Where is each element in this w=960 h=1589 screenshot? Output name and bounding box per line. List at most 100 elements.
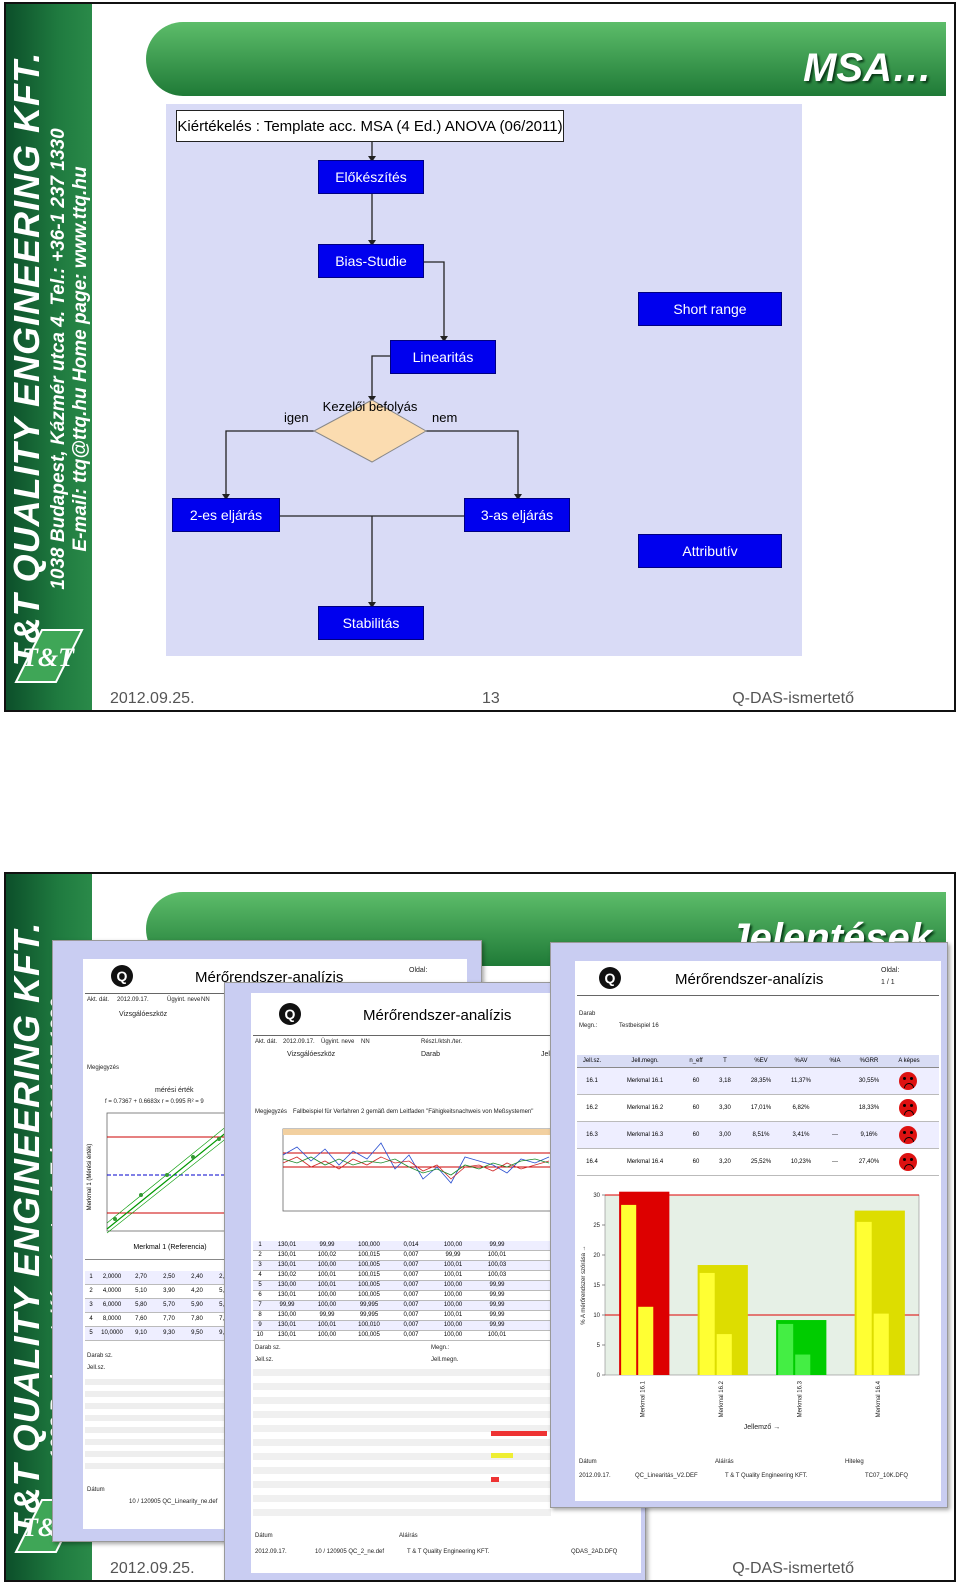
table-cell: 100,00 <box>317 1332 337 1338</box>
table-cell: 5,90 <box>191 1302 203 1308</box>
decision-diamond <box>312 399 428 463</box>
box-short-range[interactable]: Short range <box>638 292 782 326</box>
company-contact: E-mail: ttq@ttq.hu Home page: www.ttq.hu <box>70 166 91 552</box>
table-cell: Merkmal 16.2 <box>626 1105 664 1111</box>
table-cell: 27,40% <box>858 1159 880 1165</box>
box-kezeloi-befolyas[interactable]: Kezelői befolyás <box>322 399 418 414</box>
qdas-logo-icon: Q <box>279 1003 301 1025</box>
table-cell: --- <box>832 1132 838 1138</box>
table-cell: 2,50 <box>163 1274 175 1280</box>
table-cell: 2 <box>89 1288 93 1294</box>
table-cell: 7,80 <box>191 1316 203 1322</box>
table-cell: Merkmal 16.1 <box>626 1078 664 1084</box>
table-cell: 99,99 <box>445 1252 461 1258</box>
table-cell: 7,70 <box>163 1316 175 1322</box>
table-cell: 3,90 <box>163 1288 175 1294</box>
report-date: 2012.09.17. <box>117 997 149 1003</box>
table-cell: 100,005 <box>358 1282 380 1288</box>
table-cell: 9,16% <box>860 1132 878 1138</box>
table-header-cell: Jell.sz. <box>582 1058 602 1064</box>
table-cell: 130,00 <box>277 1282 297 1288</box>
table-cell: 0,007 <box>403 1292 419 1298</box>
qdas-logo-icon: Q <box>111 965 133 987</box>
table-cell: 2,40 <box>191 1274 203 1280</box>
bar-ev <box>699 1272 715 1375</box>
box-linearitas[interactable]: Linearitás <box>390 340 496 374</box>
table-cell: 3 <box>258 1262 262 1268</box>
flowchart-connectors <box>222 142 522 608</box>
akt-dat-label: Akt. dát. <box>255 1039 278 1045</box>
table-cell: 99,99 <box>279 1302 295 1308</box>
x-axis-label: Jellemző → <box>744 1424 781 1431</box>
table-cell: 60 <box>692 1132 700 1138</box>
table-cell: 100,00 <box>317 1262 337 1268</box>
table-cell: 4 <box>258 1272 262 1278</box>
box-3as-eljaras[interactable]: 3-as eljárás <box>464 498 570 532</box>
table-cell: 100,00 <box>443 1302 463 1308</box>
jell-megn-label: Jell.megn. <box>431 1357 459 1363</box>
table-cell: Merkmal 16.4 <box>626 1159 664 1165</box>
table-cell: 8,0000 <box>102 1316 122 1322</box>
table-cell: 0,007 <box>403 1262 419 1268</box>
box-bias-studie[interactable]: Bias-Studie <box>318 244 424 278</box>
table-cell: 100,015 <box>358 1252 380 1258</box>
linearity-table: 12,00002,702,502,402,5024,00005,103,904,… <box>85 1271 245 1341</box>
table-cell: 6,0000 <box>102 1302 122 1308</box>
table-cell: 5 <box>258 1282 262 1288</box>
table-cell: 100,01 <box>443 1272 463 1278</box>
table-cell: 8 <box>258 1312 262 1318</box>
table-cell: 99,995 <box>359 1302 379 1308</box>
table-cell: 16.2 <box>586 1105 598 1111</box>
table-cell: 100,03 <box>487 1272 507 1278</box>
title-banner: MSA… <box>146 22 946 96</box>
table-header-cell: A képes <box>898 1058 920 1064</box>
table-cell: 100,00 <box>443 1292 463 1298</box>
footer-page-number: 13 <box>482 690 500 707</box>
ugyint-value: NN <box>361 1039 370 1045</box>
table-cell: 130,01 <box>277 1332 297 1338</box>
darab-label: Darab <box>579 1011 596 1017</box>
table-cell: 99,99 <box>319 1242 335 1248</box>
box-elokeszites[interactable]: Előkészítés <box>318 160 424 194</box>
company-address: 1038 Budapest, Kázmér utca 4. Tel.: +36-… <box>48 128 69 590</box>
reszl-label: Részl./ktsh./ter. <box>421 1039 463 1045</box>
box-2es-eljaras[interactable]: 2-es eljárás <box>172 498 280 532</box>
table-cell: 6 <box>258 1292 262 1298</box>
alairas-label: Aláírás <box>399 1533 418 1539</box>
table-cell: 100,01 <box>317 1282 337 1288</box>
table-cell: 16.1 <box>586 1078 598 1084</box>
report-note: Fallbeispiel für Verfahren 2 gemäß dem L… <box>293 1109 534 1115</box>
table-cell: 130,01 <box>277 1292 297 1298</box>
report-title: Mérőrendszer-analízis <box>675 971 824 988</box>
table-header-cell: Jell.megn. <box>631 1058 659 1064</box>
table-cell: 100,02 <box>317 1252 337 1258</box>
table-cell: 100,00 <box>443 1242 463 1248</box>
table-cell: 2,0000 <box>102 1274 122 1280</box>
box-attributiv[interactable]: Attributív <box>638 534 782 568</box>
megjegyzes-label: Megjegyzés <box>255 1109 288 1115</box>
table-cell: 100,01 <box>317 1272 337 1278</box>
company-name: T&T QUALITY ENGINEERING KFT. <box>6 51 47 667</box>
sad-face-icon <box>899 1126 917 1144</box>
vizsgalo-label: Vizsgálóeszköz <box>119 1011 168 1018</box>
table-cell: 99,99 <box>489 1312 505 1318</box>
y-tick-label: 20 <box>593 1253 600 1259</box>
run-chart <box>282 1128 552 1212</box>
footer-presentation-name: Q-DAS-ismertető <box>732 1560 854 1577</box>
table-cell: 99,99 <box>489 1292 505 1298</box>
x-tick-label: Merkmal 16.4 <box>876 1380 882 1417</box>
x-tick-label: Merkmal 16.2 <box>719 1380 725 1417</box>
table-cell: 1 <box>258 1242 262 1248</box>
table-cell: 9,50 <box>191 1330 203 1336</box>
flowchart-panel: Kiértékelés : Template acc. MSA (4 Ed.) … <box>166 104 802 656</box>
box-stabilitas[interactable]: Stabilitás <box>318 606 424 640</box>
table-cell: 99,99 <box>319 1312 335 1318</box>
